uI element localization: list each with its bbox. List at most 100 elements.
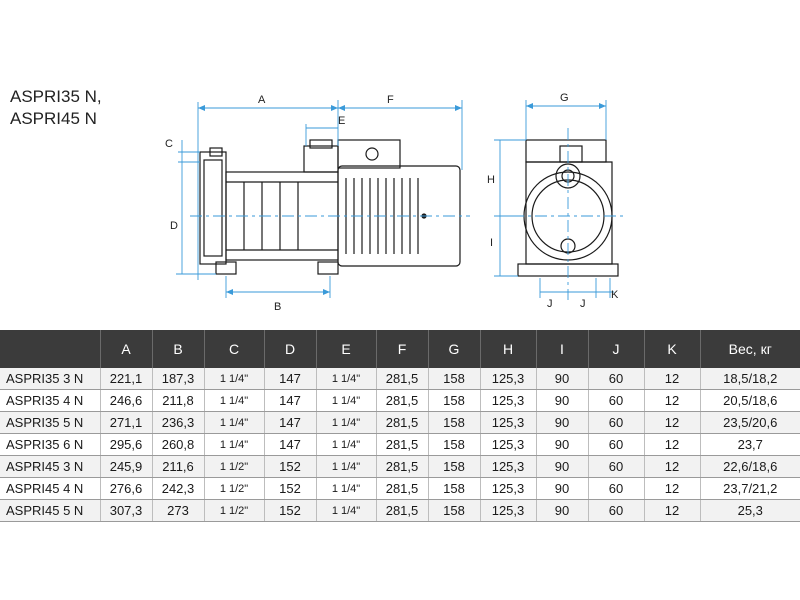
table-cell-h: 125,3 (479, 499, 536, 522)
table-cell-j: 60 (587, 368, 644, 390)
table-cell-d: 147 (263, 433, 316, 456)
table-cell-e: 1 1/4" (315, 433, 376, 456)
specs-header-d: D (263, 330, 316, 368)
table-cell-h: 125,3 (479, 368, 536, 390)
table-cell-weight: 23,7 (699, 433, 800, 456)
specs-header-k: K (643, 330, 700, 368)
table-cell-d: 147 (263, 368, 316, 390)
table-cell-d: 152 (263, 499, 316, 522)
table-cell-k: 12 (643, 477, 700, 500)
table-cell-weight: 25,3 (699, 499, 800, 522)
table-cell-i: 90 (535, 368, 588, 390)
table-cell-f: 281,5 (375, 368, 428, 390)
specs-header-i: I (535, 330, 588, 368)
technical-drawing: A F E C D B G H I J J K (165, 92, 626, 313)
table-cell-b: 242,3 (151, 477, 204, 500)
specs-header-h: H (479, 330, 536, 368)
table-cell-c: 1 1/2" (203, 455, 264, 478)
table-cell-a: 245,9 (99, 455, 152, 478)
specs-header-c: C (203, 330, 264, 368)
table-cell-a: 295,6 (99, 433, 152, 456)
table-cell-h: 125,3 (479, 411, 536, 434)
table-cell-j: 60 (587, 411, 644, 434)
dim-label-g: G (560, 92, 569, 104)
table-cell-b: 211,8 (151, 389, 204, 412)
table-cell-e: 1 1/4" (315, 477, 376, 500)
dim-label-j-right: J (580, 298, 586, 310)
specs-header-model (0, 330, 100, 368)
table-cell-a: 307,3 (99, 499, 152, 522)
table-cell-model: ASPRI35 6 N (0, 433, 100, 456)
table-cell-weight: 23,7/21,2 (699, 477, 800, 500)
table-cell-b: 273 (151, 499, 204, 522)
table-cell-a: 221,1 (99, 368, 152, 390)
dim-label-a: A (258, 94, 266, 106)
table-cell-model: ASPRI35 5 N (0, 411, 100, 434)
table-cell-h: 125,3 (479, 389, 536, 412)
table-cell-f: 281,5 (375, 477, 428, 500)
table-cell-k: 12 (643, 389, 700, 412)
dim-label-j-left: J (547, 298, 553, 310)
table-cell-weight: 18,5/18,2 (699, 368, 800, 390)
table-cell-f: 281,5 (375, 455, 428, 478)
table-cell-model: ASPRI35 4 N (0, 389, 100, 412)
table-cell-f: 281,5 (375, 389, 428, 412)
table-cell-k: 12 (643, 433, 700, 456)
specs-header-e: E (315, 330, 376, 368)
table-cell-g: 158 (427, 368, 480, 390)
table-cell-g: 158 (427, 411, 480, 434)
specs-header-j: J (587, 330, 644, 368)
dim-label-e: E (338, 115, 345, 127)
table-cell-e: 1 1/4" (315, 455, 376, 478)
dim-label-h: H (487, 174, 495, 186)
table-cell-f: 281,5 (375, 411, 428, 434)
table-cell-k: 12 (643, 368, 700, 390)
table-cell-i: 90 (535, 389, 588, 412)
table-cell-k: 12 (643, 411, 700, 434)
table-cell-g: 158 (427, 389, 480, 412)
table-cell-i: 90 (535, 499, 588, 522)
table-cell-i: 90 (535, 433, 588, 456)
specs-header-g: G (427, 330, 480, 368)
table-cell-g: 158 (427, 477, 480, 500)
dim-label-i: I (490, 237, 493, 249)
table-cell-j: 60 (587, 389, 644, 412)
table-cell-c: 1 1/4" (203, 411, 264, 434)
model-title: ASPRI35 N, ASPRI45 N (10, 86, 102, 130)
table-cell-g: 158 (427, 455, 480, 478)
table-cell-b: 187,3 (151, 368, 204, 390)
table-cell-i: 90 (535, 455, 588, 478)
table-cell-d: 147 (263, 389, 316, 412)
table-cell-c: 1 1/4" (203, 389, 264, 412)
model-title-line-1: ASPRI35 N, (10, 87, 102, 106)
specs-header-a: A (99, 330, 152, 368)
dim-label-f: F (387, 94, 394, 106)
table-cell-c: 1 1/4" (203, 433, 264, 456)
side-view-dimensions (176, 100, 470, 298)
table-cell-e: 1 1/4" (315, 499, 376, 522)
table-cell-model: ASPRI45 4 N (0, 477, 100, 500)
table-cell-model: ASPRI45 5 N (0, 499, 100, 522)
table-cell-c: 1 1/2" (203, 499, 264, 522)
table-cell-a: 276,6 (99, 477, 152, 500)
front-view-arrowheads (526, 103, 606, 109)
table-cell-h: 125,3 (479, 477, 536, 500)
table-cell-k: 12 (643, 499, 700, 522)
table-cell-e: 1 1/4" (315, 389, 376, 412)
table-cell-f: 281,5 (375, 433, 428, 456)
table-cell-k: 12 (643, 455, 700, 478)
table-cell-j: 60 (587, 455, 644, 478)
table-cell-d: 147 (263, 411, 316, 434)
dim-label-k: K (611, 289, 619, 301)
table-cell-b: 236,3 (151, 411, 204, 434)
table-cell-d: 152 (263, 477, 316, 500)
model-title-line-2: ASPRI45 N (10, 109, 97, 128)
table-cell-i: 90 (535, 477, 588, 500)
